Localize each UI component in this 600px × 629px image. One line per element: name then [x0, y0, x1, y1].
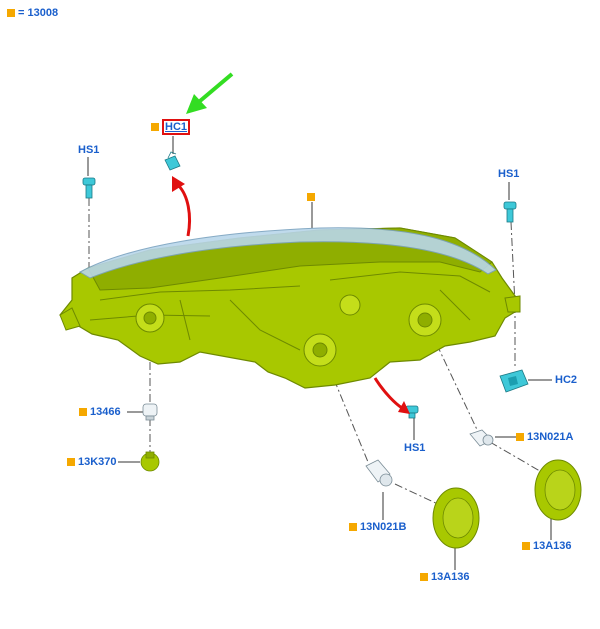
socket-right-inner: [417, 312, 433, 328]
legend-marker: [7, 9, 15, 17]
hc1-text[interactable]: HC1: [162, 119, 191, 135]
hs1-right-text[interactable]: HS1: [498, 168, 520, 180]
cap-13a136-right-icon: [534, 459, 582, 521]
13n021a-text[interactable]: 13N021A: [527, 431, 574, 443]
rib-5: [179, 299, 191, 341]
label-hc1[interactable]: HC1: [151, 119, 191, 135]
13n021b-text[interactable]: 13N021B: [360, 521, 407, 533]
bulb-13466-icon: [142, 403, 158, 421]
green-arrow-icon: [186, 72, 234, 114]
assembly-line-hs1-right: [510, 221, 516, 306]
label-13a136-bottom[interactable]: 13A136: [420, 571, 470, 584]
rib-3: [329, 271, 491, 293]
mount-tab-left: [59, 307, 81, 331]
13n021b-marker: [349, 523, 357, 531]
red-arrow-bottom-icon: [373, 377, 410, 414]
cap-13a136-bottom-icon: [432, 487, 480, 549]
label-13k370[interactable]: 13K370: [67, 456, 117, 469]
hs1-left-text[interactable]: HS1: [78, 144, 100, 156]
hs1-bottom-screw-icon: [405, 405, 419, 419]
13a136-bottom-marker: [420, 573, 428, 581]
headlamp-assembly: [59, 227, 521, 389]
13k370-marker: [67, 458, 75, 466]
hs1-left-screw-icon: [82, 177, 96, 199]
label-hs1-right[interactable]: HS1: [498, 168, 519, 181]
assembly-line-13a136-bottom: [394, 483, 443, 507]
assembly-line-13a136-right: [489, 441, 546, 475]
13a136-right-text[interactable]: 13A136: [533, 540, 572, 552]
13k370-text[interactable]: 13K370: [78, 456, 117, 468]
label-13a136-right[interactable]: 13A136: [522, 540, 572, 553]
headlamp-lens: [78, 227, 497, 279]
label-hc2[interactable]: HC2: [555, 374, 577, 387]
rib-4: [229, 299, 301, 351]
13n021a-marker: [516, 433, 524, 441]
bulb-sockets: [135, 294, 442, 367]
legend-text: = 13008: [18, 7, 59, 19]
socket-small: [339, 294, 361, 316]
hc1-marker: [151, 123, 159, 131]
assembly-marker: [307, 193, 315, 201]
hc2-clip-icon: [499, 369, 529, 393]
label-13n021a[interactable]: 13N021A: [516, 431, 573, 444]
socket-left-inner: [143, 311, 157, 325]
13466-text[interactable]: 13466: [90, 406, 121, 418]
hs1-right-screw-icon: [503, 201, 517, 223]
hs1-bottom-text[interactable]: HS1: [404, 442, 426, 454]
socket-center-inner: [312, 342, 328, 358]
red-arrow-top-icon: [172, 176, 192, 237]
hc2-text[interactable]: HC2: [555, 374, 578, 386]
socket-13k370-icon: [140, 451, 160, 472]
label-13n021b[interactable]: 13N021B: [349, 521, 406, 534]
rib-6: [439, 289, 471, 321]
bulb-13n021a-icon: [469, 429, 494, 447]
rib-1: [99, 285, 301, 301]
13a136-bottom-text[interactable]: 13A136: [431, 571, 470, 583]
13466-marker: [79, 408, 87, 416]
mount-tab-right: [504, 295, 521, 313]
bulb-13n021b-icon: [365, 459, 393, 487]
legend: = 13008: [7, 7, 58, 20]
label-hs1-left[interactable]: HS1: [78, 144, 99, 157]
13a136-right-marker: [522, 542, 530, 550]
hc1-clip-icon: [164, 151, 181, 171]
label-hs1-bottom[interactable]: HS1: [404, 442, 425, 455]
label-13466[interactable]: 13466: [79, 406, 121, 419]
